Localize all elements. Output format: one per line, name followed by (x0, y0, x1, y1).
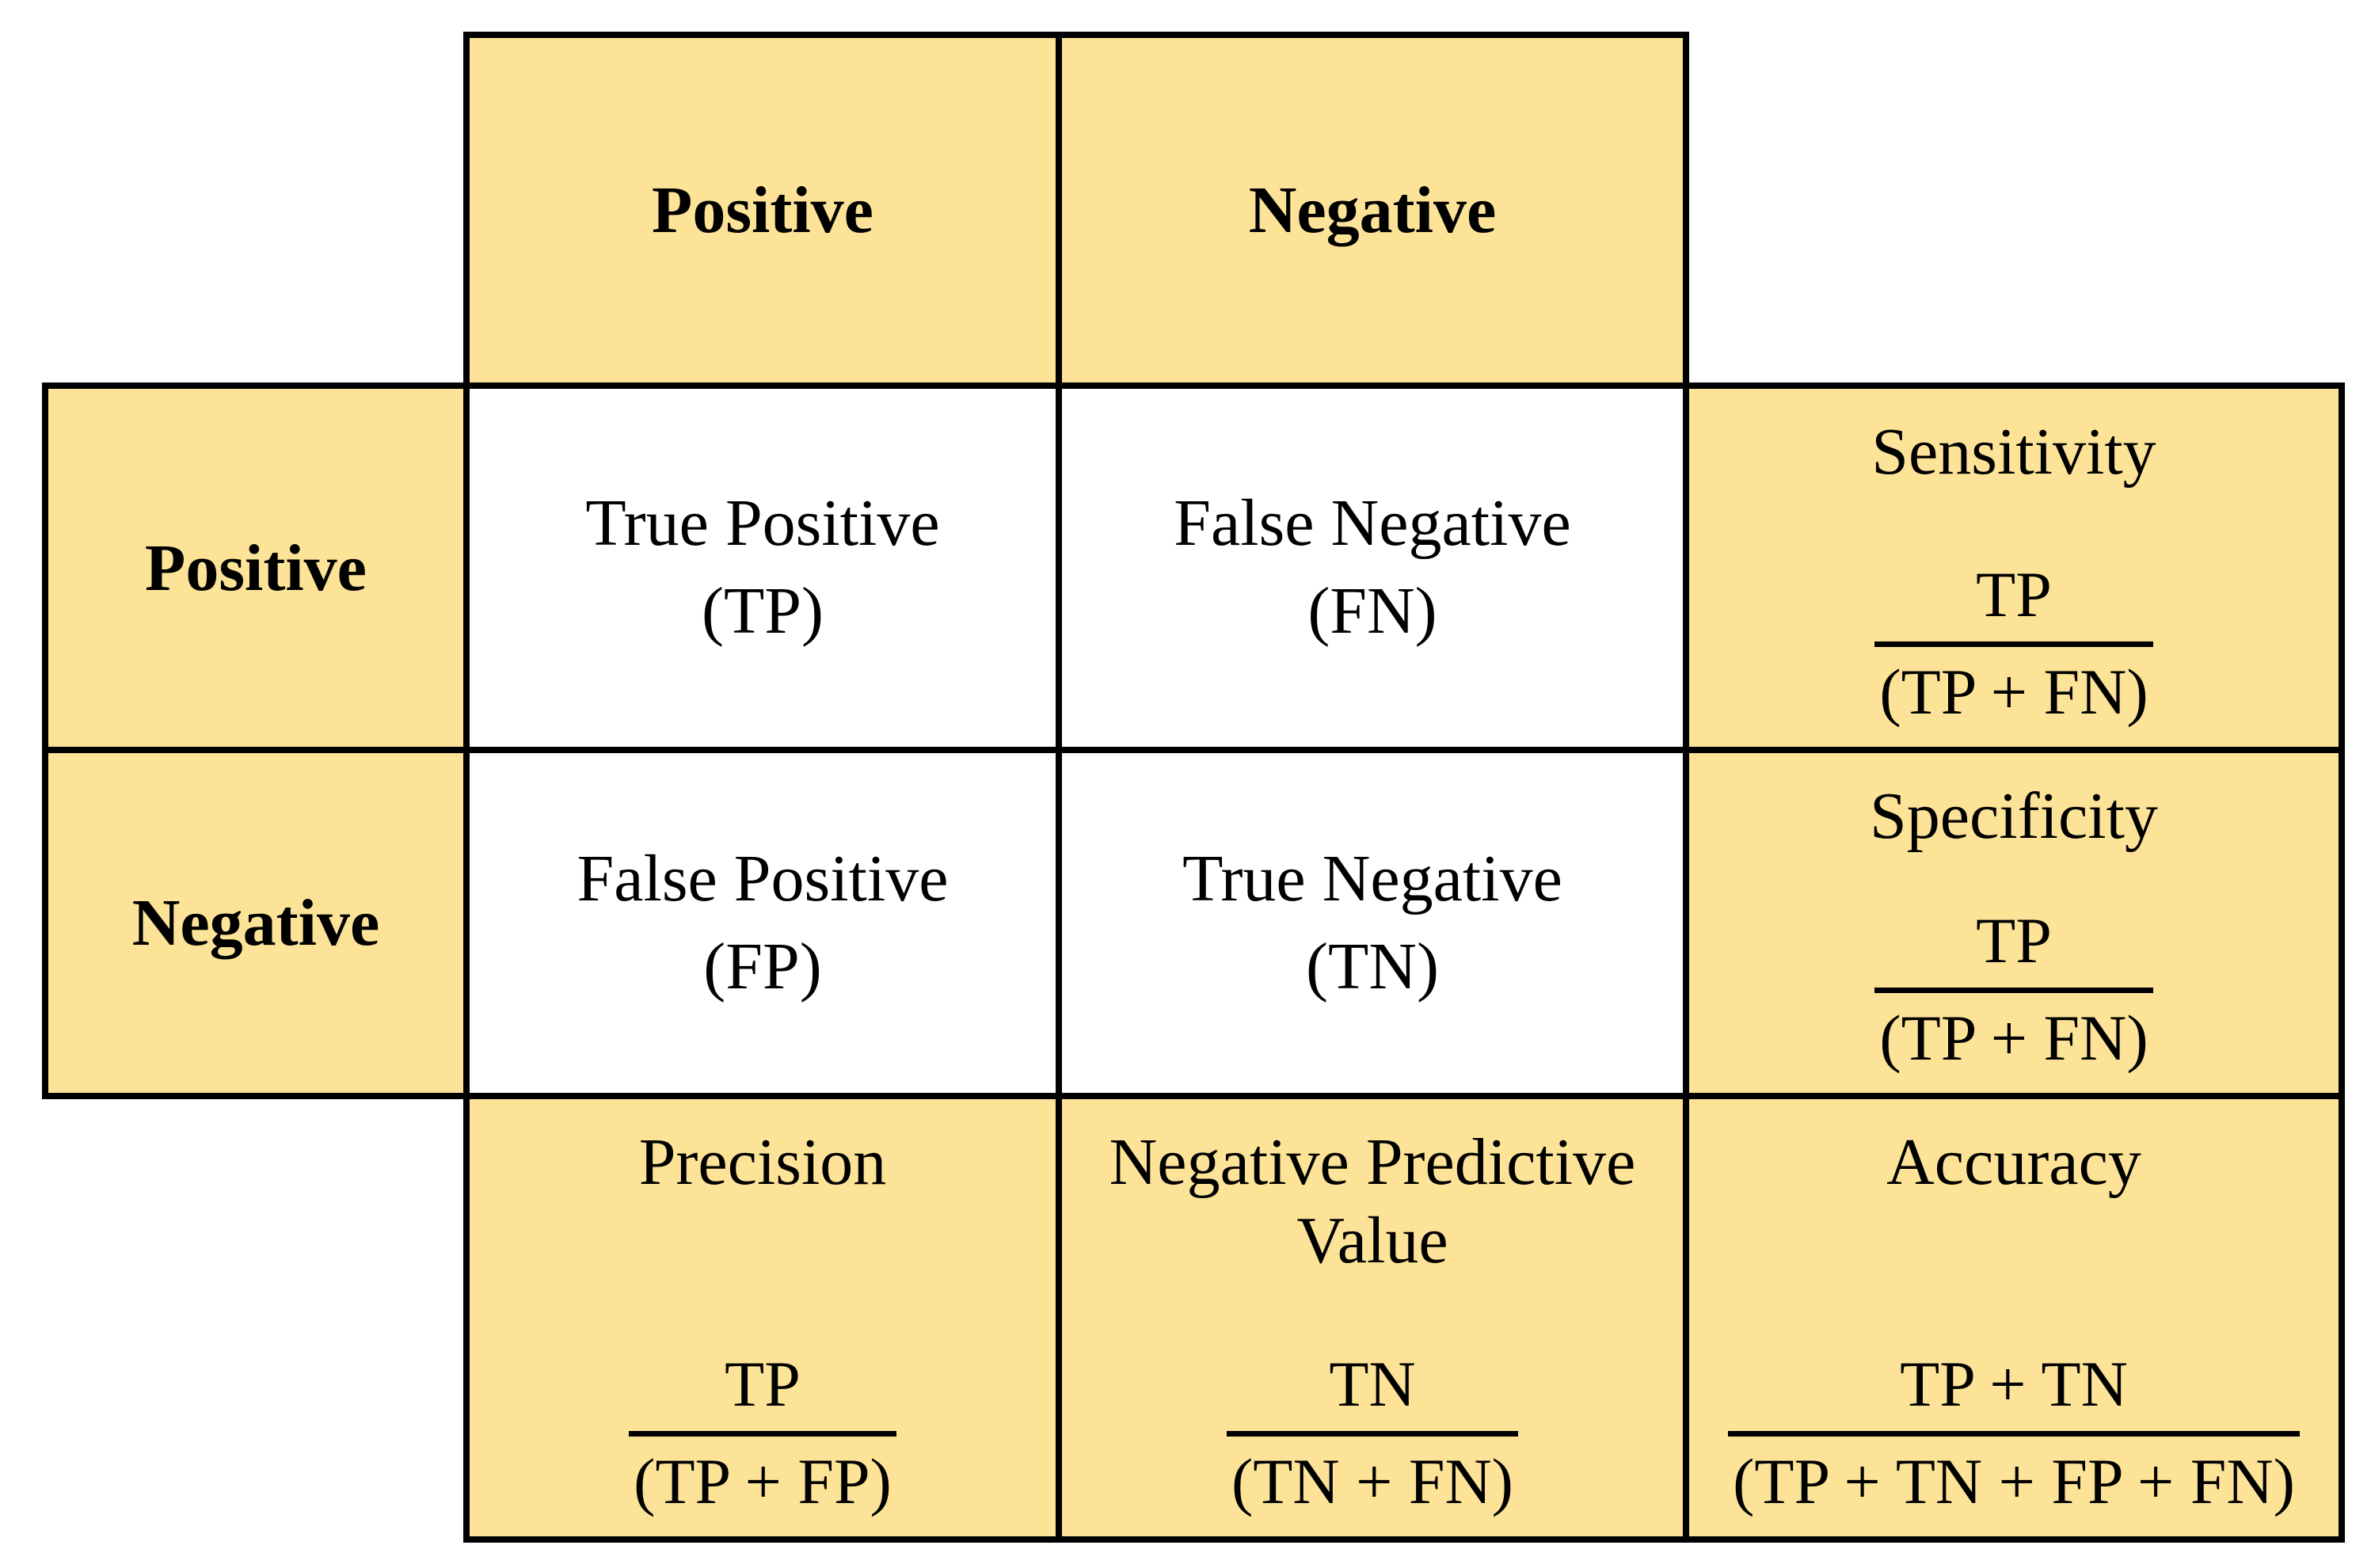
cell-accuracy: Accuracy TP + TN (TP + TN + FP + FN) (1683, 1093, 2345, 1543)
corner-top-right (1686, 35, 2342, 386)
accuracy-denominator: (TP + TN + FP + FN) (1728, 1431, 2300, 1520)
true-positive-label: True Positive (585, 486, 940, 561)
corner-bottom-left (45, 1096, 466, 1539)
cell-sensitivity: Sensitivity TP (TP + FN) (1683, 382, 2345, 753)
column-header-row: Positive Negative (45, 32, 2342, 389)
row-header-positive: Positive (42, 382, 470, 753)
col-header-negative-label: Negative (1248, 173, 1497, 247)
npv-numerator: TN (1329, 1348, 1416, 1420)
specificity-numerator: TP (1976, 904, 2052, 976)
accuracy-formula: TP + TN (TP + TN + FP + FN) (1728, 1347, 2300, 1520)
specificity-denominator: (TP + FN) (1874, 988, 2153, 1077)
cell-false-negative: False Negative (FN) (1056, 382, 1689, 753)
cell-negative-predictive-value: Negative Predictive Value TN (TN + FN) (1056, 1093, 1689, 1543)
cell-true-negative: True Negative (TN) (1056, 747, 1689, 1099)
cell-specificity: Specificity TP (TP + FN) (1683, 747, 2345, 1099)
specificity-label: Specificity (1870, 779, 2158, 853)
precision-formula: TP (TP + FP) (629, 1347, 896, 1520)
accuracy-label: Accuracy (1886, 1125, 2141, 1199)
true-positive-abbrev: (TP) (702, 574, 824, 648)
cell-precision: Precision TP (TP + FP) (463, 1093, 1062, 1543)
corner-top-left (45, 35, 466, 386)
sensitivity-numerator: TP (1976, 558, 2052, 630)
npv-formula: TN (TN + FN) (1227, 1347, 1518, 1520)
row-header-negative-label: Negative (131, 886, 380, 960)
true-negative-abbrev: (TN) (1306, 929, 1439, 1003)
cell-true-positive: True Positive (TP) (463, 382, 1062, 753)
false-positive-label: False Positive (577, 841, 949, 915)
confusion-matrix-table: Positive Negative Positive True Positive… (42, 32, 2345, 1543)
false-negative-abbrev: (FN) (1307, 574, 1437, 648)
cell-false-positive: False Positive (FP) (463, 747, 1062, 1099)
col-header-positive-label: Positive (652, 173, 873, 247)
precision-label: Precision (638, 1125, 887, 1199)
row-header-positive-label: Positive (145, 531, 367, 605)
false-positive-abbrev: (FP) (703, 929, 822, 1003)
sensitivity-label: Sensitivity (1871, 415, 2156, 489)
row-negative: Negative False Positive (FP) True Negati… (42, 747, 2345, 1099)
confusion-matrix-figure: Positive Negative Positive True Positive… (42, 32, 2345, 1543)
true-negative-label: True Negative (1182, 841, 1562, 915)
false-negative-label: False Negative (1174, 486, 1571, 561)
col-header-negative: Negative (1056, 32, 1689, 389)
accuracy-numerator: TP + TN (1900, 1348, 2128, 1420)
col-header-positive: Positive (463, 32, 1062, 389)
precision-numerator: TP (725, 1348, 801, 1420)
sensitivity-formula: TP (TP + FN) (1874, 558, 2153, 731)
npv-label: Negative Predictive Value (1109, 1125, 1636, 1278)
sensitivity-denominator: (TP + FN) (1874, 641, 2153, 731)
row-header-negative: Negative (42, 747, 470, 1099)
metrics-bottom-row: Precision TP (TP + FP) Negative Predicti… (45, 1093, 2345, 1543)
specificity-formula: TP (TP + FN) (1874, 904, 2153, 1077)
precision-denominator: (TP + FP) (629, 1431, 896, 1520)
row-positive: Positive True Positive (TP) False Negati… (42, 382, 2345, 753)
npv-denominator: (TN + FN) (1227, 1431, 1518, 1520)
